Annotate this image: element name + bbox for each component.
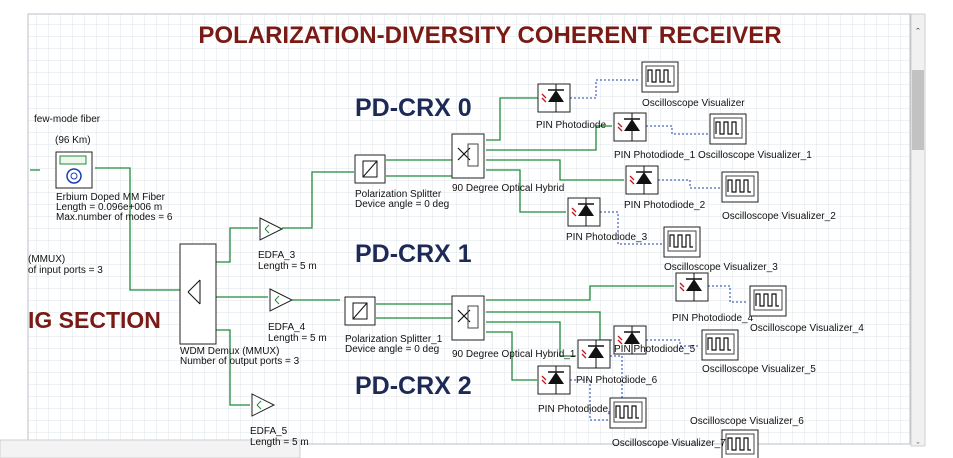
demux-icon — [187, 279, 201, 305]
edfa-3-name: EDFA_3 — [258, 250, 296, 261]
section-label-left: IG SECTION — [28, 307, 161, 333]
oscilloscope-0-label: Oscilloscope Visualizer — [642, 98, 745, 109]
photodiode-3[interactable] — [567, 197, 601, 227]
demux-name: WDM Demux (MMUX) — [180, 346, 279, 357]
optical-wires — [30, 97, 674, 406]
splitter-0-param: Device angle = 0 deg — [355, 199, 449, 210]
canvas-frame — [27, 13, 911, 445]
photodiode-1[interactable] — [613, 112, 647, 142]
wdm-demux-component[interactable] — [179, 243, 217, 345]
photodiode-7-label: PIN Photodiode_7 — [538, 404, 620, 415]
photodiode-0-label: PIN Photodiode — [536, 120, 606, 131]
grid-background — [28, 14, 910, 444]
oscilloscope-3-label: Oscilloscope Visualizer_3 — [664, 262, 778, 273]
edfa-5-name: EDFA_5 — [250, 426, 288, 437]
optical-hybrid-1[interactable] — [451, 295, 485, 341]
splitter-1-param: Device angle = 0 deg — [345, 344, 439, 355]
section-label-crx0: PD-CRX 0 — [355, 94, 472, 122]
fiber-param1: Length = 0.096e+006 m — [56, 202, 162, 213]
photodiode-5-label: PIN Photodiode_5 — [614, 344, 696, 355]
photodiode-7[interactable] — [537, 365, 571, 395]
oscilloscope-5-label: Oscilloscope Visualizer_5 — [702, 364, 816, 375]
photodiode-4-label: PIN Photodiode_4 — [672, 313, 754, 324]
photodiode-0[interactable] — [537, 83, 571, 113]
oscilloscope-6-label: Oscilloscope Visualizer_6 — [690, 416, 804, 427]
fiber-param2: Max.number of modes = 6 — [56, 212, 173, 223]
oscilloscope-1[interactable] — [709, 113, 747, 145]
docked-panel-tab[interactable] — [0, 439, 301, 458]
photodiode-3-label: PIN Photodiode_3 — [566, 232, 648, 243]
oscilloscope-4[interactable] — [749, 285, 787, 317]
optical-hybrid-0[interactable] — [451, 133, 485, 179]
edfa-5-param: Length = 5 m — [250, 437, 309, 448]
oscilloscope-6[interactable] — [609, 397, 647, 429]
oscilloscope-7[interactable] — [721, 429, 759, 458]
photodiode-2-label: PIN Photodiode_2 — [624, 200, 706, 211]
electrical-wires — [570, 79, 748, 421]
hybrid-1-name: 90 Degree Optical Hybrid_1 — [452, 349, 576, 360]
oscilloscope-4-label: Oscilloscope Visualizer_4 — [750, 323, 864, 334]
photodiode-2[interactable] — [625, 165, 659, 195]
splitter-0-name: Polarization Splitter — [355, 189, 442, 200]
oscilloscope-0[interactable] — [641, 61, 679, 93]
photodiode-4[interactable] — [675, 272, 709, 302]
chevron-up-icon[interactable]: ˆ — [916, 27, 920, 39]
mmux-label-2: of input ports = 3 — [28, 265, 103, 276]
edfa-4-name: EDFA_4 — [268, 322, 306, 333]
hybrid-0-name: 90 Degree Optical Hybrid — [452, 183, 564, 194]
vertical-scrollbar[interactable]: ˆ ˇ — [910, 13, 926, 451]
fiber-header: few-mode fiber — [34, 114, 101, 125]
oscilloscope-2[interactable] — [721, 171, 759, 203]
diagram-title: POLARIZATION-DIVERSITY COHERENT RECEIVER — [198, 22, 781, 49]
polarization-splitter-0[interactable] — [354, 154, 386, 184]
erbium-fiber-component[interactable] — [55, 151, 93, 189]
photodiode-6-label: PIN Photodiode_6 — [576, 375, 658, 386]
photodiode-6[interactable] — [577, 339, 611, 369]
oscilloscope-2-label: Oscilloscope Visualizer_2 — [722, 211, 836, 222]
mmux-label-1: (MMUX) — [28, 254, 65, 265]
demux-param: Number of output ports = 3 — [180, 356, 300, 367]
photodiode-1-label: PIN Photodiode_1 — [614, 150, 696, 161]
fiber-name: Erbium Doped MM Fiber — [56, 192, 166, 203]
fiber-icon — [66, 168, 82, 184]
oscilloscope-7-label: Oscilloscope Visualizer_7 — [612, 438, 726, 449]
oscilloscope-3[interactable] — [663, 226, 701, 258]
edfa-4-param: Length = 5 m — [268, 333, 327, 344]
section-label-crx1: PD-CRX 1 — [355, 240, 472, 268]
chevron-down-icon[interactable]: ˇ — [917, 441, 920, 451]
oscilloscope-1-label: Oscilloscope Visualizer_1 — [698, 150, 812, 161]
section-label-crx2: PD-CRX 2 — [355, 372, 472, 400]
fiber-length: (96 Km) — [55, 135, 91, 146]
scrollbar-thumb[interactable] — [912, 70, 924, 150]
polarization-splitter-1[interactable] — [344, 296, 376, 326]
edfa-3-param: Length = 5 m — [258, 261, 317, 272]
oscilloscope-5[interactable] — [701, 329, 739, 361]
splitter-1-name: Polarization Splitter_1 — [345, 334, 443, 345]
